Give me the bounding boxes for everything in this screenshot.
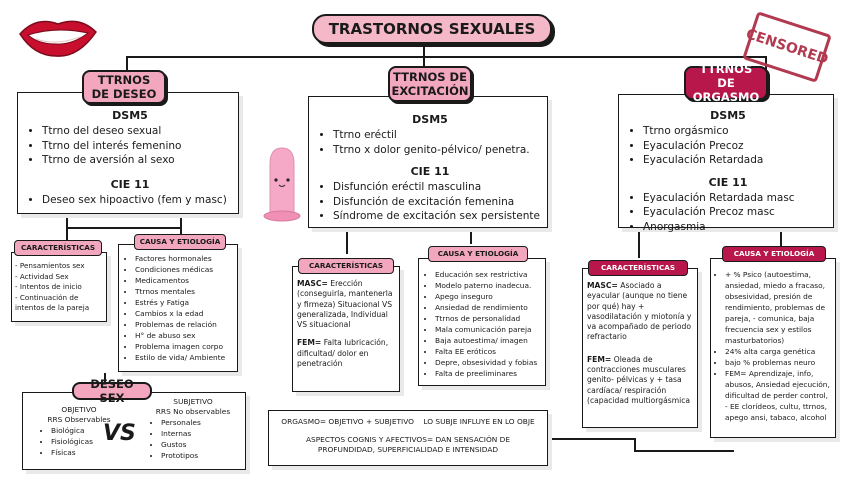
excitacion-fem: FEM= Falta lubricación, dificultad/ dolo… (297, 338, 395, 369)
deseo-carac-list: - Pensamientos sex - Actividad Sex - Int… (15, 261, 103, 314)
vs-label: VS (103, 421, 136, 446)
list-item: Ttrno orgásmico (643, 124, 827, 139)
list-item: Mala comunicación pareja (435, 324, 542, 335)
subjetivo-title: SUBJETIVO (143, 397, 243, 407)
orgasmo-header: TTRNOS DE ORGASMO (684, 66, 768, 100)
objetivo-title: OBJETIVO (39, 405, 119, 415)
list-item: Disfunción de excitación femenina (333, 195, 541, 210)
connector-exc-sub (346, 228, 470, 230)
connector-deseo-causa (180, 214, 182, 234)
orgasmo-carac-header: CARACTERÍSTICAS (588, 260, 688, 276)
list-item: Cambios x la edad (135, 308, 234, 319)
subjetivo-col: SUBJETIVO RRS No observables Personales … (143, 397, 243, 461)
list-item: Modelo paterno inadecua. (435, 280, 542, 291)
list-item: Gustos (161, 439, 243, 450)
list-item: Prototipos (161, 450, 243, 461)
orgasmo-cie-label: CIE 11 (629, 176, 827, 189)
list-item: Baja autoestima/ imagen (435, 335, 542, 346)
connector-deseo-sub (66, 227, 180, 229)
connector-deseo-carac (66, 214, 68, 240)
list-item: Ansiedad de rendimiento (435, 302, 542, 313)
list-item: Ttrnos de personalidad (435, 313, 542, 324)
deseo-sex-header: DESEO SEX (72, 382, 152, 400)
list-item: FEM= Aprendizaje, info, abusos, Ansiedad… (725, 368, 832, 423)
list-item: Medicamentos (135, 275, 234, 286)
connector-note-h (634, 450, 734, 452)
list-item: Ttrno de aversión al sexo (42, 153, 232, 168)
list-item: + % Psico (autoestima, ansiedad, miedo a… (725, 269, 832, 346)
excitacion-carac-header: CARACTERÍSTICAS (298, 258, 394, 274)
list-item: - Intentos de inicio (15, 282, 103, 293)
connector-top (126, 56, 766, 58)
list-item: Condiciones médicas (135, 264, 234, 275)
list-item: Eyaculación Retardada masc (643, 191, 827, 206)
list-item: Educación sex restrictiva (435, 269, 542, 280)
page-title: TRASTORNOS SEXUALES (312, 14, 552, 44)
connector-exc-causa (470, 228, 472, 244)
excitacion-box: DSM5 Ttrno eréctil Ttrno x dolor genito-… (308, 96, 548, 228)
orgasmo-causa-header: CAUSA Y ETIOLOGÍA (722, 246, 826, 262)
list-item: Personales (161, 417, 243, 428)
list-item: Disfunción eréctil masculina (333, 180, 541, 195)
list-item: Ttrnos mentales (135, 286, 234, 297)
deseo-header: TTRNOS DE DESEO (82, 70, 166, 104)
list-item: Depre, obsesividad y fobias (435, 357, 542, 368)
deseo-dsm-label: DSM5 (28, 109, 232, 122)
deseo-causa-box: Factores hormonales Condiciones médicas … (118, 244, 238, 372)
list-item: Eyaculación Precoz masc (643, 205, 827, 220)
deseo-causa-header: CAUSA Y ETIOLOGÍA (134, 234, 226, 250)
connector-exc-carac (346, 228, 348, 254)
list-item: Ttrno del interés femenino (42, 139, 232, 154)
list-item: bajo % problemas neuro (725, 357, 832, 368)
orgasmo-note: ORGASMO= OBJETIVO + SUBJETIVO LO SUBJE I… (268, 410, 548, 466)
list-item: - Pensamientos sex (15, 261, 103, 272)
excitacion-masc: MASC= Erección (conseguirla, mantenerla … (297, 279, 395, 330)
list-item: H° de abuso sex (135, 330, 234, 341)
list-item: 24% alta carga genética (725, 346, 832, 357)
list-item: - Actividad Sex (15, 272, 103, 283)
list-item: Eyaculación Retardada (643, 153, 827, 168)
note-line1: ORGASMO= OBJETIVO + SUBJETIVO LO SUBJE I… (275, 417, 541, 427)
excitacion-dsm-label: DSM5 (319, 113, 541, 126)
orgasmo-dsm-label: DSM5 (629, 109, 827, 122)
list-item: Deseo sex hipoactivo (fem y masc) (42, 193, 232, 208)
list-item: Apego inseguro (435, 291, 542, 302)
deseo-cie-label: CIE 11 (28, 178, 232, 191)
list-item: Síndrome de excitación sex persistente (333, 209, 541, 224)
list-item: Ttrno x dolor genito-pélvico/ penetra. (333, 143, 541, 158)
excitacion-header: TTRNOS DE EXCITACIÓN (388, 66, 472, 102)
list-item: - Continuación de intentos de la pareja (15, 293, 103, 314)
orgasmo-fem: FEM= Oleada de contracciones musculares … (587, 355, 693, 406)
excitacion-cie-label: CIE 11 (319, 165, 541, 178)
note-line2: ASPECTOS COGNIS Y AFECTIVOS= DAN SENSACI… (275, 435, 541, 455)
deseo-carac-header: CARACTERÍSTICAS (14, 240, 102, 256)
orgasmo-box: DSM5 Ttrno orgásmico Eyaculación Precoz … (618, 94, 834, 228)
list-item: Problemas de relación (135, 319, 234, 330)
list-item: Factores hormonales (135, 253, 234, 264)
lips-icon (16, 12, 100, 62)
orgasmo-causa-box: + % Psico (autoestima, ansiedad, miedo a… (710, 258, 836, 438)
list-item: Falta de preeliminares (435, 368, 542, 379)
excitacion-carac-box: MASC= Erección (conseguirla, mantenerla … (292, 266, 400, 392)
list-item: Internas (161, 428, 243, 439)
list-item: Estrés y Fatiga (135, 297, 234, 308)
list-item: Falta EE eróticos (435, 346, 542, 357)
list-item: Ttrno eréctil (333, 128, 541, 143)
list-item: Ttrno del deseo sexual (42, 124, 232, 139)
connector-note (546, 438, 636, 440)
condom-icon (262, 146, 302, 224)
deseo-box: DSM5 Ttrno del deseo sexual Ttrno del in… (17, 92, 239, 214)
list-item: Eyaculación Precoz (643, 139, 827, 154)
orgasmo-masc: MASC= Asociado a eyacular (aunque no tie… (587, 281, 693, 343)
excitacion-causa-box: Educación sex restrictiva Modelo paterno… (418, 258, 546, 386)
list-item: Físicas (51, 447, 119, 458)
deseo-carac-box: - Pensamientos sex - Actividad Sex - Int… (11, 252, 107, 322)
excitacion-causa-header: CAUSA Y ETIOLOGÍA (428, 246, 528, 262)
list-item: Anorgasmia (643, 220, 827, 235)
subjetivo-sub: RRS No observables (143, 407, 243, 417)
orgasmo-carac-box: MASC= Asociado a eyacular (aunque no tie… (582, 268, 698, 428)
list-item: Estilo de vida/ Ambiente (135, 352, 234, 363)
list-item: Problema imagen corpo (135, 341, 234, 352)
